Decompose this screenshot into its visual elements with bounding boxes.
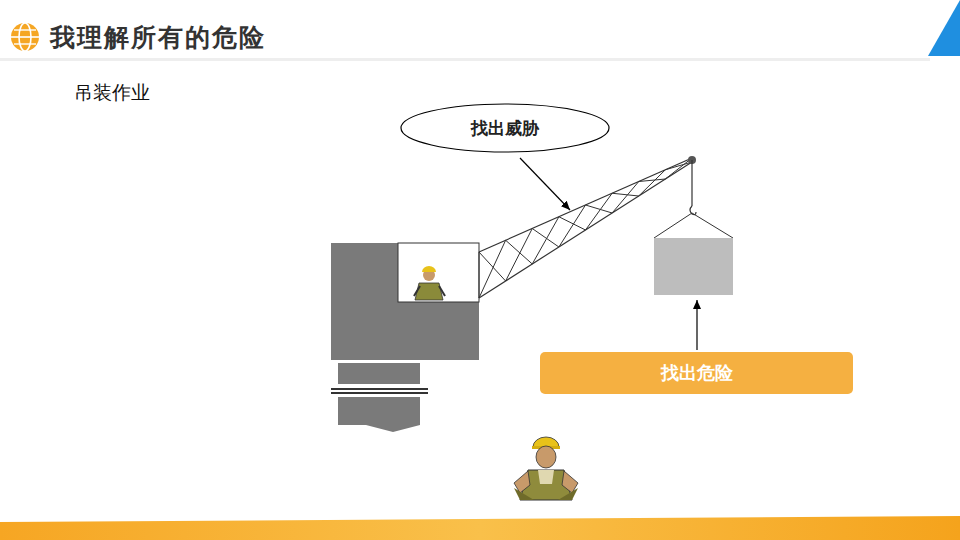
callout-box: 找出危险 — [540, 352, 853, 394]
page-title: 我理解所有的危险 — [50, 21, 266, 54]
header-rule — [0, 58, 930, 61]
footer-bar — [0, 516, 960, 540]
worker-on-ground — [514, 437, 578, 500]
leader-arrow — [696, 300, 697, 350]
callout-ellipse: 找出威胁 — [400, 103, 610, 153]
leader-arrow — [520, 158, 570, 210]
node-text: 找出危险 — [661, 361, 733, 385]
corner-triangle — [928, 0, 960, 56]
worker-in-cab — [414, 266, 445, 300]
node-text: 找出威胁 — [471, 117, 539, 140]
globe-icon — [11, 23, 39, 51]
section-label: 吊装作业 — [74, 80, 150, 106]
header-band — [0, 0, 960, 62]
